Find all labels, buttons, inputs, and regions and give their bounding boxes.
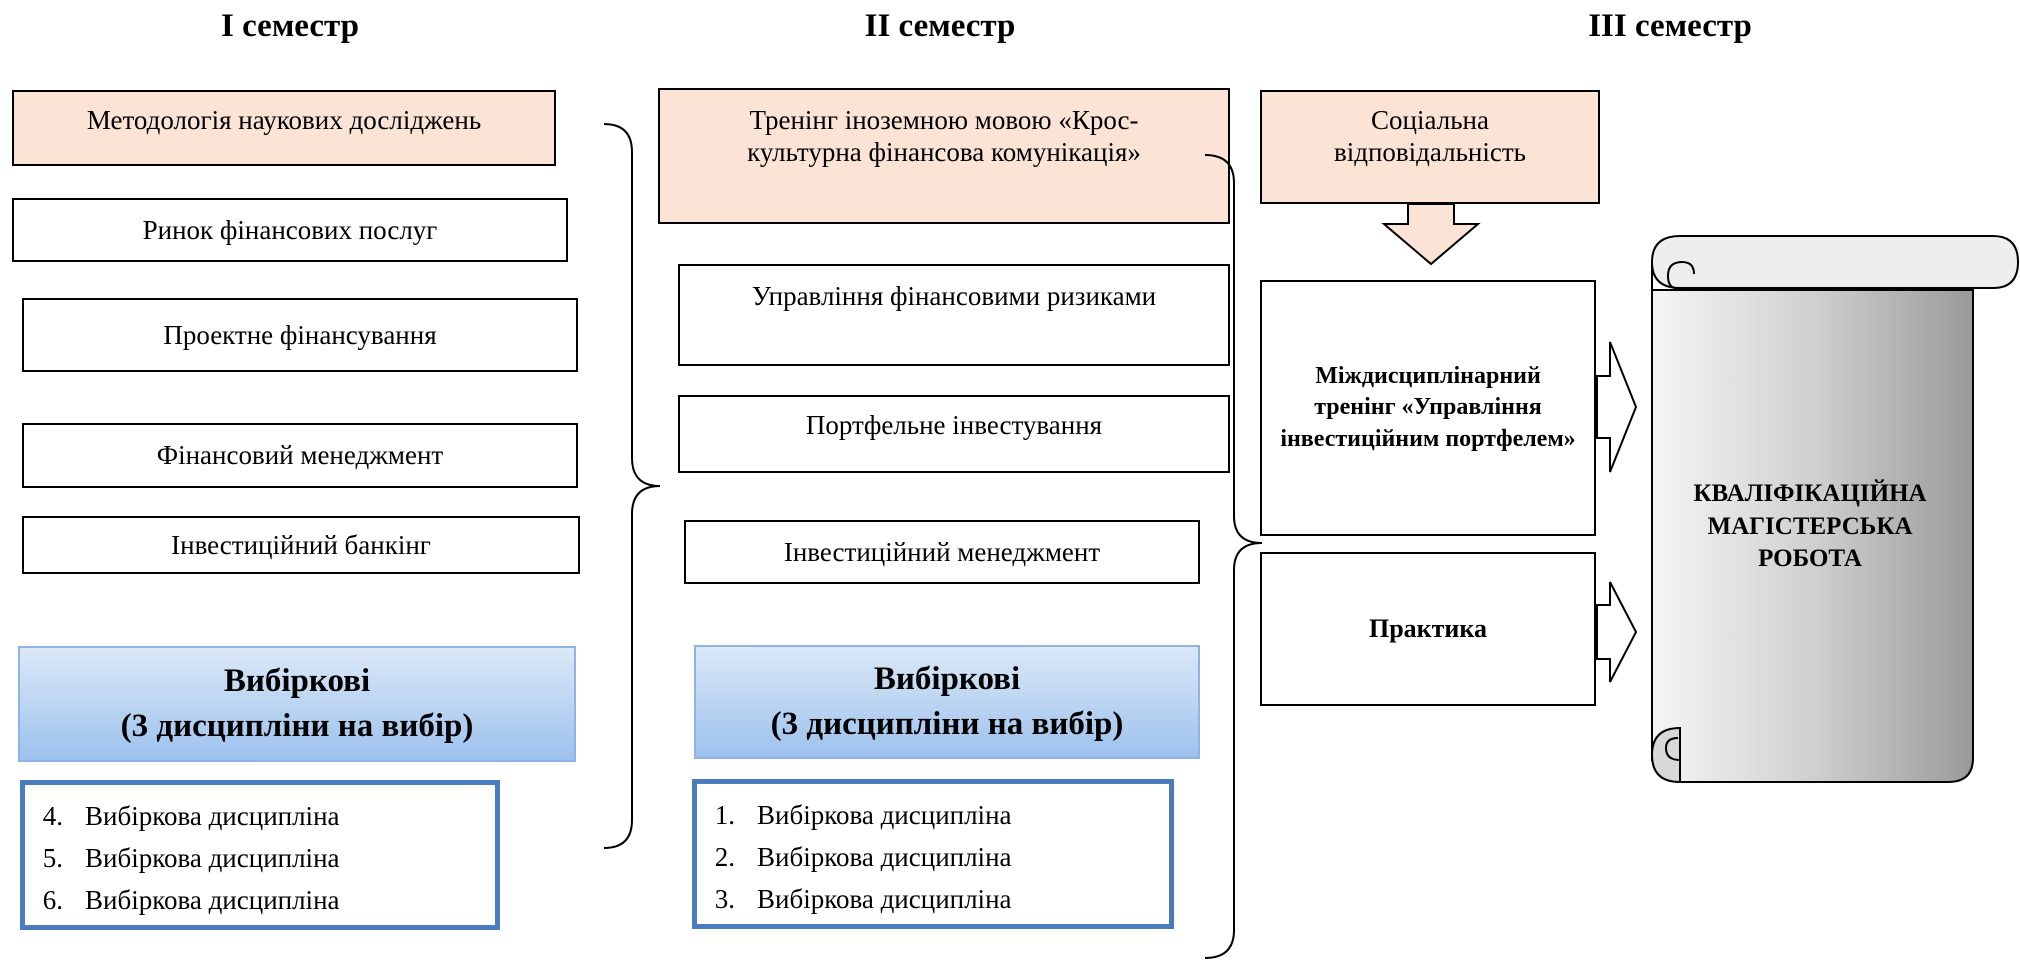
sem2-electives-list: 1. Вибіркова дисципліна 2. Вибіркова дис… bbox=[692, 779, 1174, 929]
list-number: 1. bbox=[714, 799, 735, 830]
course-investment-banking: Інвестиційний банкінг bbox=[22, 516, 580, 574]
list-label: Вибіркова дисципліна bbox=[757, 883, 1012, 914]
sem1-electives-list: 4. Вибіркова дисципліна 5. Вибіркова дис… bbox=[20, 780, 500, 930]
thesis-scroll bbox=[1650, 235, 2020, 784]
course-portfolio-investment: Портфельне інвестування bbox=[678, 395, 1230, 473]
thesis-label: КВАЛІФІКАЦІЙНА МАГІСТЕРСЬКА РОБОТА bbox=[1693, 480, 1927, 572]
list-number: 4. bbox=[42, 800, 63, 831]
brace-semester-2 bbox=[1204, 154, 1263, 959]
list-label: Вибіркова дисципліна bbox=[757, 841, 1012, 872]
course-foreign-language-training: Тренінг іноземною мовою «Крос-культурна … bbox=[658, 88, 1230, 224]
right-arrow-training bbox=[1596, 341, 1638, 473]
course-research-methodology: Методологія наукових досліджень bbox=[12, 90, 556, 166]
elective-title: Вибіркові bbox=[223, 663, 371, 700]
course-financial-management: Фінансовий менеджмент bbox=[22, 423, 578, 488]
course-practice: Практика bbox=[1260, 552, 1596, 706]
list-number: 6. bbox=[42, 884, 63, 915]
list-item: 5. Вибіркова дисципліна bbox=[25, 837, 495, 879]
list-item: 3. Вибіркова дисципліна bbox=[697, 878, 1169, 920]
list-number: 3. bbox=[714, 883, 735, 914]
semester-1-title: І семестр bbox=[221, 8, 359, 44]
sem1-electives-header: Вибіркові (3 дисципліни на вибір) bbox=[18, 646, 576, 762]
semester-2-title: ІІ семестр bbox=[864, 8, 1016, 44]
list-item: 4. Вибіркова дисципліна bbox=[25, 795, 495, 837]
course-social-responsibility: Соціальна відповідальність bbox=[1260, 90, 1600, 204]
list-label: Вибіркова дисципліна bbox=[85, 842, 340, 873]
elective-subtitle: (3 дисципліни на вибір) bbox=[120, 708, 474, 744]
brace-semester-1 bbox=[603, 123, 661, 849]
elective-subtitle: (3 дисципліни на вибір) bbox=[770, 706, 1124, 742]
sem2-electives-header: Вибіркові (3 дисципліни на вибір) bbox=[694, 645, 1200, 759]
list-item: 1. Вибіркова дисципліна bbox=[697, 794, 1169, 836]
course-financial-services-market: Ринок фінансових послуг bbox=[12, 198, 568, 262]
list-label: Вибіркова дисципліна bbox=[85, 884, 340, 915]
course-project-financing: Проектне фінансування bbox=[22, 298, 578, 372]
course-interdisciplinary-training: Міждисциплінарний тренінг «Управління ін… bbox=[1260, 280, 1596, 536]
list-label: Вибіркова дисципліна bbox=[85, 800, 340, 831]
list-item: 6. Вибіркова дисципліна bbox=[25, 879, 495, 921]
down-arrow bbox=[1381, 203, 1481, 266]
list-number: 2. bbox=[714, 841, 735, 872]
course-investment-management: Інвестиційний менеджмент bbox=[684, 520, 1200, 584]
semester-3-title: ІІІ семестр bbox=[1588, 8, 1752, 44]
course-financial-risk-management: Управління фінансовими ризиками bbox=[678, 264, 1230, 366]
list-label: Вибіркова дисципліна bbox=[757, 799, 1012, 830]
right-arrow-practice bbox=[1596, 581, 1638, 683]
list-number: 5. bbox=[42, 842, 63, 873]
elective-title: Вибіркові bbox=[873, 661, 1021, 698]
list-item: 2. Вибіркова дисципліна bbox=[697, 836, 1169, 878]
